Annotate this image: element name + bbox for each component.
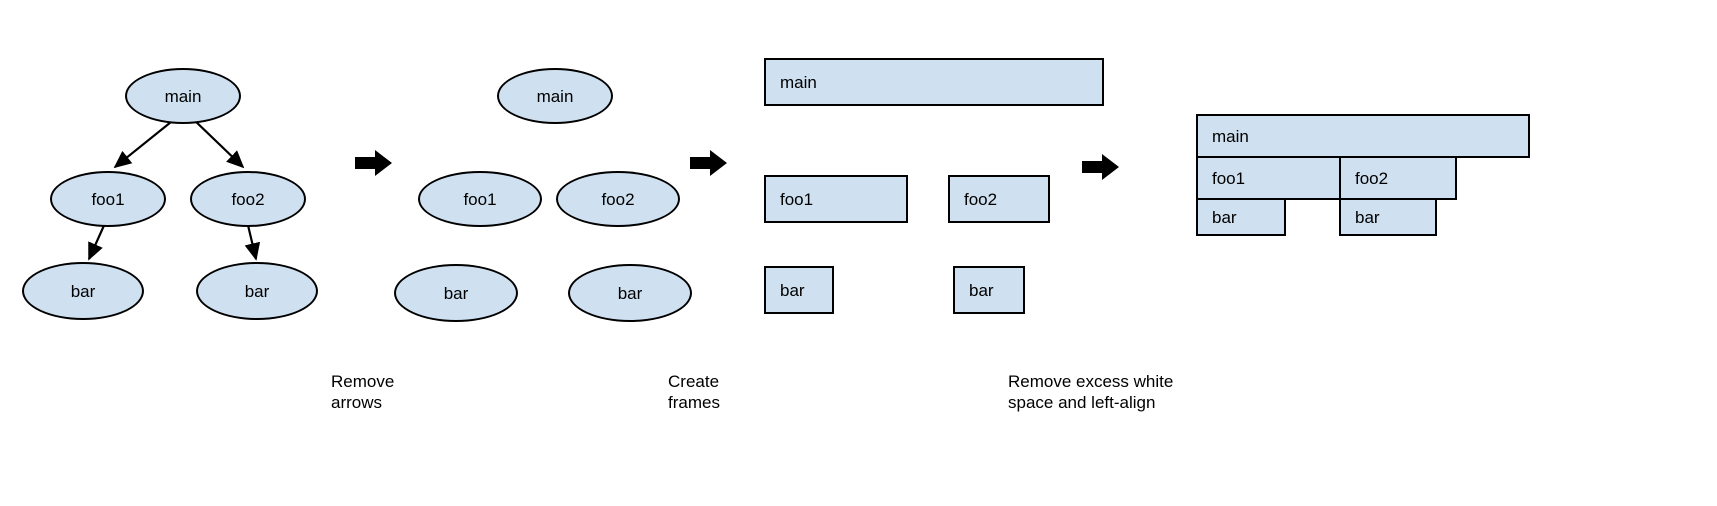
flame-bar-right[interactable]: bar [1339,198,1437,236]
frame-bar-left[interactable]: bar [764,266,834,314]
node-label: foo1 [91,189,125,209]
flame-main[interactable]: main [1196,114,1530,158]
node-label: main [1212,126,1249,146]
node-label: bar [244,281,270,301]
node-label: bar [1212,207,1237,227]
node-label: bar [969,280,994,300]
node-label: bar [70,281,96,301]
plain-node-main[interactable]: main [497,68,613,124]
step-arrow-1-icon [355,150,392,176]
node-label: bar [617,283,643,303]
frame-foo2[interactable]: foo2 [948,175,1050,223]
step-arrow-3-icon [1082,154,1119,180]
node-label: foo1 [1212,168,1246,188]
caption-create-frames: Create frames [668,372,720,412]
node-label: main [780,72,817,92]
tree-node-bar-right[interactable]: bar [196,262,318,320]
node-label: foo1 [780,189,814,209]
frame-main[interactable]: main [764,58,1104,106]
tree-node-main[interactable]: main [125,68,241,124]
tree-node-foo1[interactable]: foo1 [50,171,166,227]
edge-main-to-foo1 [113,117,177,169]
node-label: main [536,86,574,106]
flame-foo2[interactable]: foo2 [1339,156,1457,200]
edge-main-to-foo2 [191,117,245,169]
node-label: main [164,86,202,106]
node-label: bar [1355,207,1380,227]
step-arrow-2-icon [690,150,727,176]
node-label: foo2 [1355,168,1389,188]
plain-node-bar-right[interactable]: bar [568,264,692,322]
plain-node-bar-left[interactable]: bar [394,264,518,322]
plain-node-foo2[interactable]: foo2 [556,171,680,227]
caption-remove-white-space: Remove excess white space and left-align [1008,372,1174,412]
node-label: foo2 [601,189,635,209]
frame-foo1[interactable]: foo1 [764,175,908,223]
plain-node-foo1[interactable]: foo1 [418,171,542,227]
tree-node-bar-left[interactable]: bar [22,262,144,320]
node-label: bar [443,283,469,303]
caption-remove-arrows: Remove arrows [331,372,395,412]
flame-foo1[interactable]: foo1 [1196,156,1341,200]
flame-bar-left[interactable]: bar [1196,198,1286,236]
node-label: foo1 [463,189,497,209]
frame-bar-right[interactable]: bar [953,266,1025,314]
node-label: foo2 [231,189,265,209]
node-label: foo2 [964,189,998,209]
node-label: bar [780,280,805,300]
tree-node-foo2[interactable]: foo2 [190,171,306,227]
